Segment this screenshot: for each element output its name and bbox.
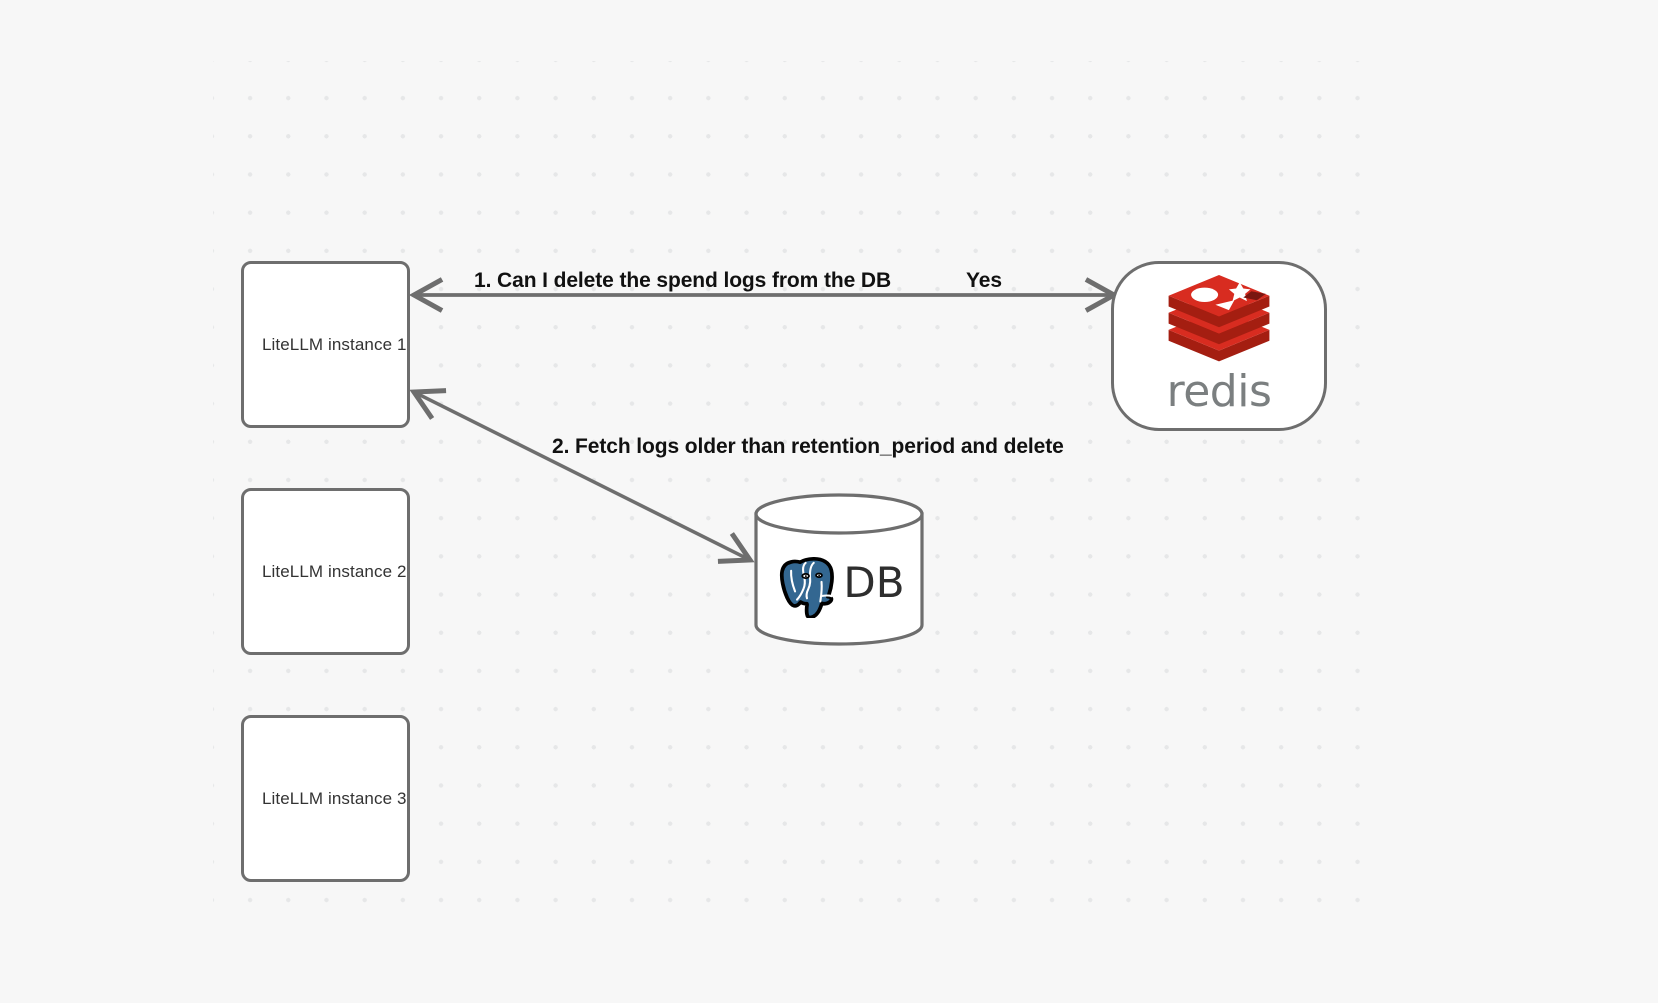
node-litellm-instance-1[interactable]: LiteLLM instance 1 xyxy=(241,261,410,428)
node-label-litellm-instance-1: LiteLLM instance 1 xyxy=(262,334,407,354)
redis-logo-wrap: redis xyxy=(1165,274,1273,414)
node-litellm-instance-2[interactable]: LiteLLM instance 2 xyxy=(241,488,410,655)
node-redis[interactable]: redis xyxy=(1111,261,1327,431)
edge-label-yes: Yes xyxy=(966,269,1002,292)
edge-label-step-2: 2. Fetch logs older than retention_perio… xyxy=(552,435,1064,458)
node-litellm-instance-3[interactable]: LiteLLM instance 3 xyxy=(241,715,410,882)
db-node-label: DB xyxy=(843,557,905,607)
edge-label-step-1: 1. Can I delete the spend logs from the … xyxy=(474,269,892,292)
redis-logo-icon xyxy=(1168,275,1270,362)
node-label-litellm-instance-3: LiteLLM instance 3 xyxy=(262,788,407,808)
db-cylinder-shape xyxy=(754,493,924,646)
node-postgres-db[interactable]: DB xyxy=(753,492,925,647)
node-label-litellm-instance-2: LiteLLM instance 2 xyxy=(262,561,407,581)
edge-db-litellm1 xyxy=(409,388,755,564)
db-inner-content: DB xyxy=(753,492,925,647)
redis-wordmark-label: redis xyxy=(1166,366,1272,417)
postgresql-elephant-icon xyxy=(780,556,835,618)
